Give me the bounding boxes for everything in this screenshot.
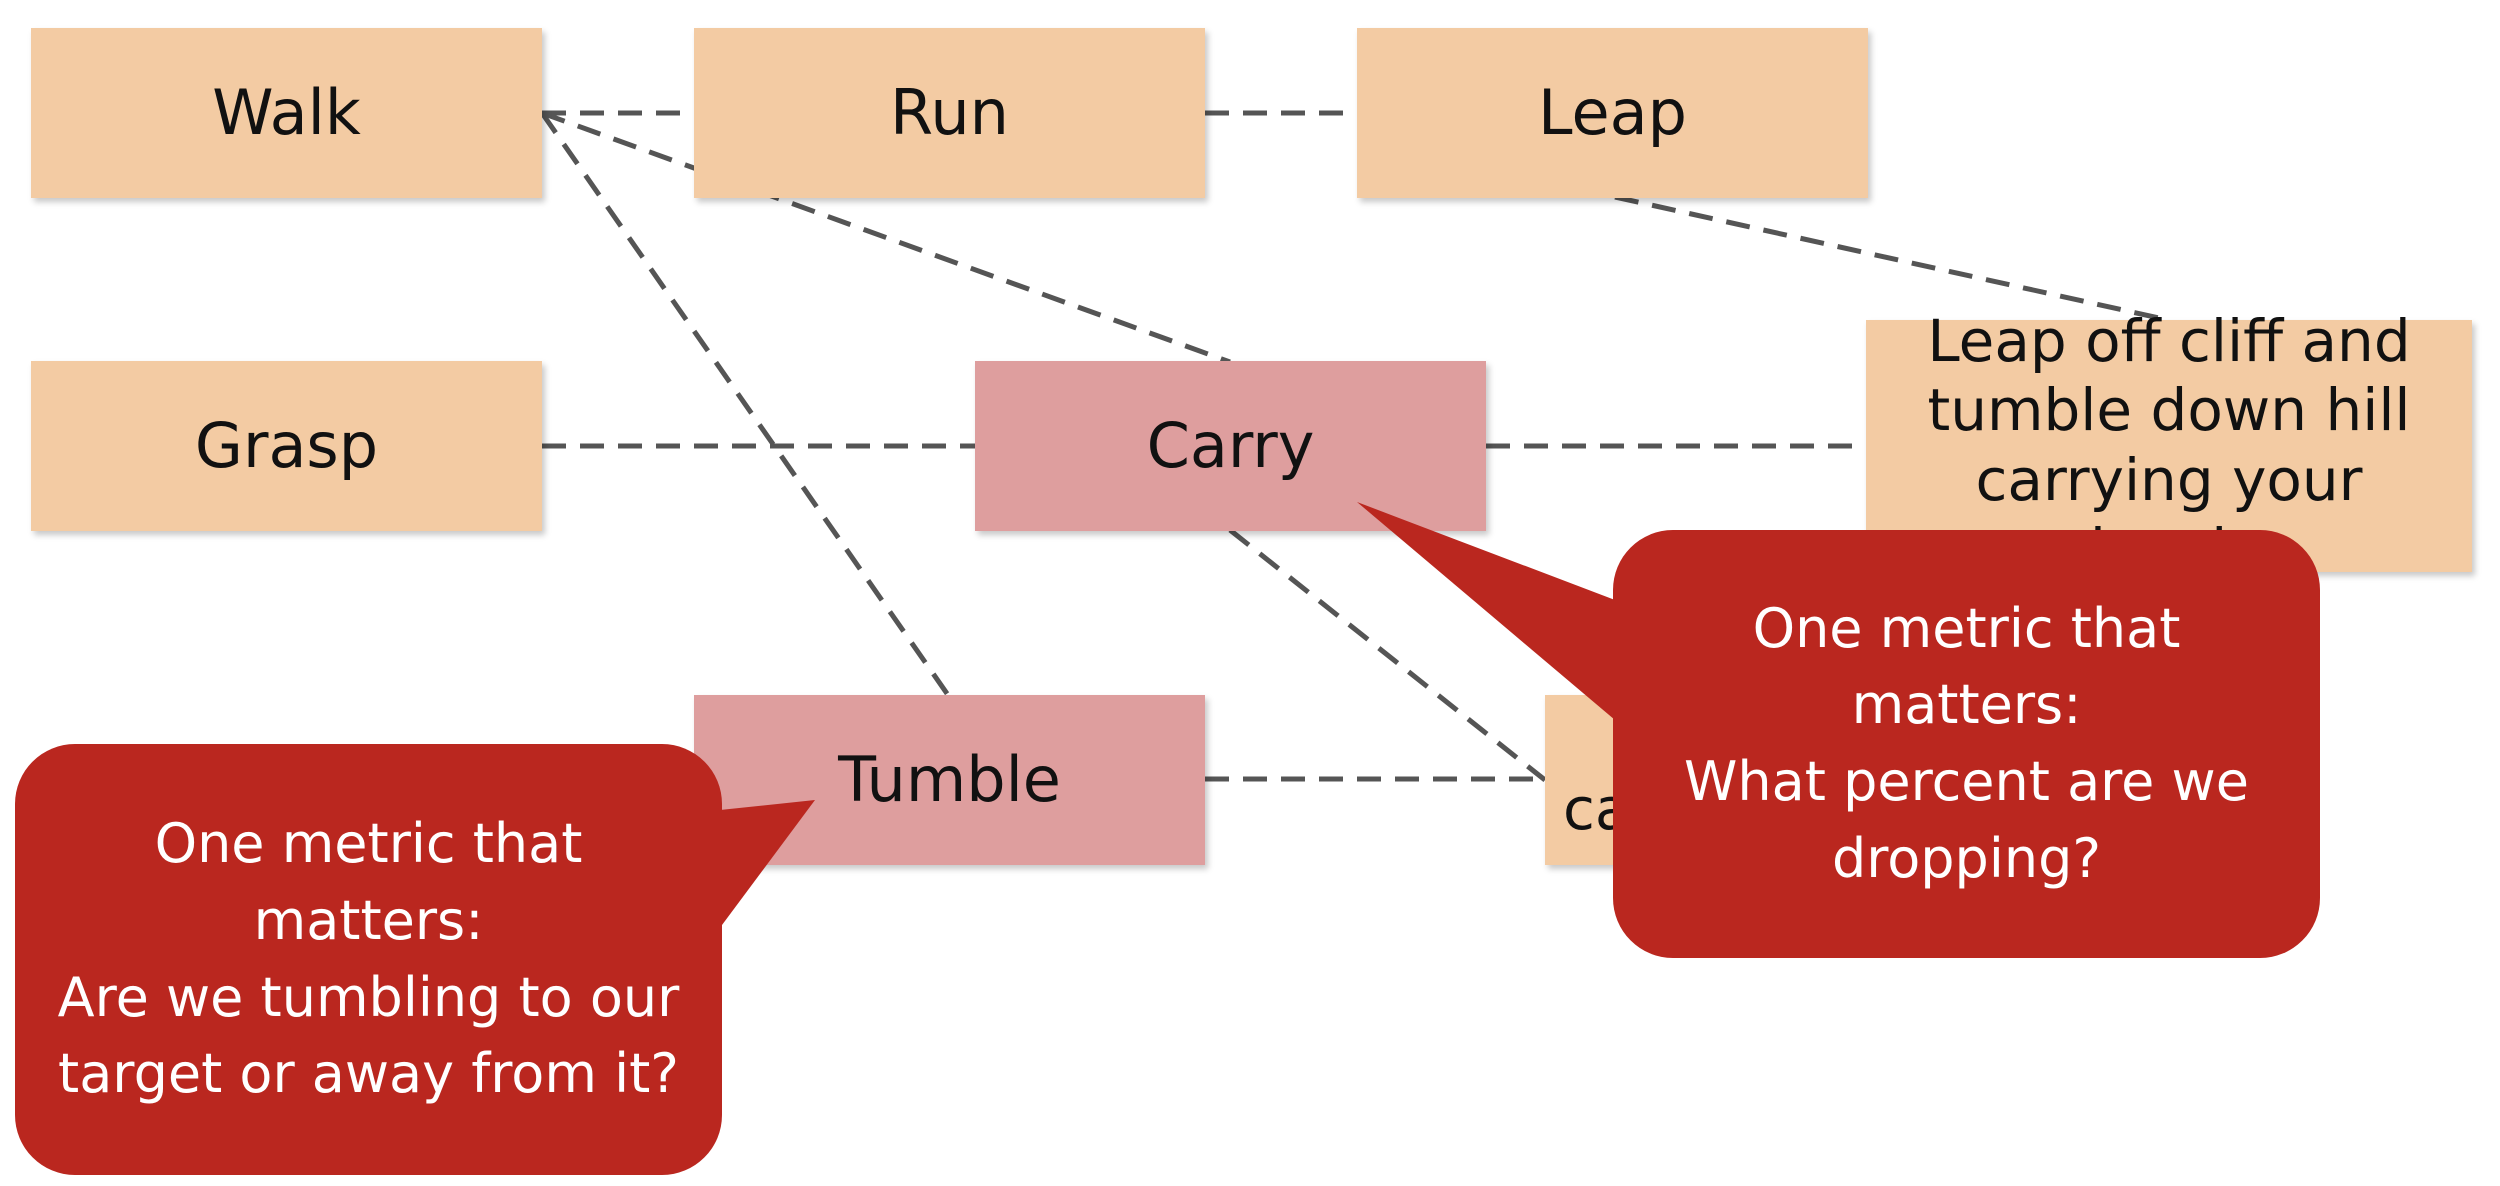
- callout-right: One metric that matters: What percent ar…: [1613, 530, 2320, 958]
- node-run: Run: [694, 28, 1205, 198]
- node-run-label: Run: [890, 75, 1009, 149]
- node-carry: Carry: [975, 361, 1486, 531]
- right-callout-tail: [1357, 502, 1615, 720]
- connector-walk-carry: [541, 110, 1231, 365]
- node-leap-label: Leap: [1538, 75, 1687, 149]
- node-walk: Walk: [31, 28, 542, 198]
- node-grasp-label: Grasp: [194, 408, 379, 482]
- left-callout-tail: [720, 800, 815, 925]
- callout-left-text: One metric that matters: Are we tumbling…: [57, 812, 680, 1106]
- node-leap: Leap: [1357, 28, 1868, 198]
- connector-carry-hidden: [1228, 528, 1547, 782]
- node-tumble-label: Tumble: [838, 742, 1061, 816]
- connector-walk-tumble: [539, 111, 951, 697]
- node-grasp: Grasp: [31, 361, 542, 531]
- node-walk-label: Walk: [212, 75, 361, 149]
- callout-left: One metric that matters: Are we tumbling…: [15, 744, 722, 1175]
- callout-right-text: One metric that matters: What percent ar…: [1684, 596, 2249, 890]
- connector-leap-combo: [1614, 194, 2169, 323]
- node-carry-label: Carry: [1146, 408, 1315, 482]
